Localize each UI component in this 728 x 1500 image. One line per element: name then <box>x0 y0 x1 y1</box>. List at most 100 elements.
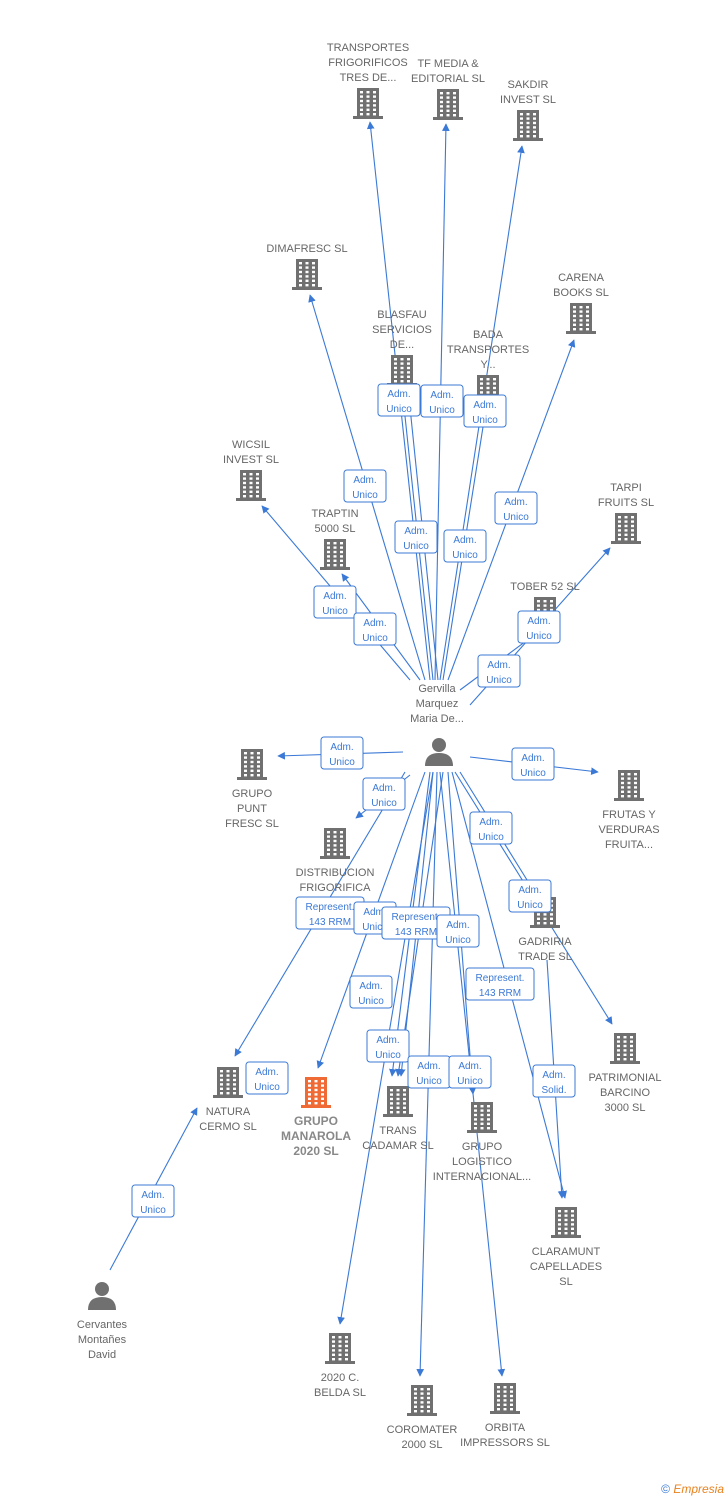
company-node-frutas[interactable]: FRUTAS YVERDURASFRUITA... <box>598 770 660 851</box>
company-label: MANAROLA <box>281 1129 351 1143</box>
relation-text: 143 RRM <box>395 927 437 938</box>
relation-text: Unico <box>520 768 546 779</box>
relation-label[interactable]: Adm.Unico <box>508 879 552 913</box>
company-label: BADA <box>473 329 504 341</box>
company-node-blasfau[interactable]: BLASFAUSERVICIOSDE... <box>372 309 432 386</box>
relation-text: Adm. <box>521 753 544 764</box>
company-label: INVEST SL <box>500 94 556 106</box>
relation-text: Adm. <box>353 475 376 486</box>
relation-label[interactable]: Adm.Unico <box>362 777 406 811</box>
relation-label[interactable]: Adm.Unico <box>131 1184 175 1218</box>
company-label: TRANSPORTES <box>447 344 529 356</box>
person-label: Maria De... <box>410 713 464 725</box>
building-icon <box>213 1067 243 1098</box>
relation-text: Adm. <box>458 1061 481 1072</box>
company-label: 3000 SL <box>605 1102 646 1114</box>
company-label: TRADE SL <box>518 951 572 963</box>
building-icon <box>513 110 543 141</box>
relation-text: Adm. <box>363 618 386 629</box>
relation-label[interactable]: Adm.Unico <box>420 384 464 418</box>
relation-label[interactable]: Adm.Unico <box>494 491 538 525</box>
relation-label[interactable]: Adm.Unico <box>463 394 507 428</box>
relation-text: 143 RRM <box>309 917 351 928</box>
company-label: 5000 SL <box>315 523 356 535</box>
company-label: Y... <box>480 359 495 371</box>
company-label: GRUPO <box>232 788 273 800</box>
footer-brand[interactable]: © Empresia <box>661 1482 724 1496</box>
building-icon <box>320 539 350 570</box>
relation-label[interactable]: Adm. Unico <box>469 811 513 845</box>
relation-label[interactable]: Adm.Unico <box>377 383 421 417</box>
relation-text: Adm. <box>363 907 386 918</box>
building-icon <box>237 749 267 780</box>
person-icon <box>425 738 453 766</box>
relation-text: Unico <box>478 832 504 843</box>
relation-label[interactable]: Represent.143 RRM <box>465 967 535 1001</box>
relation-label[interactable]: Adm.Unico <box>366 1029 410 1063</box>
company-label: INTERNACIONAL... <box>433 1171 531 1183</box>
relation-text: Unico <box>503 512 529 523</box>
relation-label[interactable]: Adm.Unico <box>436 914 480 948</box>
relation-label[interactable]: Adm. Unico <box>511 747 555 781</box>
person-label: David <box>88 1349 116 1361</box>
relation-label[interactable]: Adm.Unico <box>407 1055 451 1089</box>
relation-label[interactable]: Adm.Unico <box>245 1061 289 1095</box>
relation-text: Adm. <box>141 1190 164 1201</box>
person-node-main[interactable] <box>425 738 453 766</box>
company-node-logistico[interactable]: GRUPOLOGISTICOINTERNACIONAL... <box>433 1102 531 1183</box>
company-label: BELDA SL <box>314 1387 366 1399</box>
relation-label[interactable]: Adm.Unico <box>343 469 387 503</box>
company-label: LOGISTICO <box>452 1156 512 1168</box>
company-node-belda[interactable]: 2020 C.BELDA SL <box>314 1333 366 1399</box>
company-label: DISTRIBUCION <box>296 867 375 879</box>
relation-text: Adm. <box>376 1035 399 1046</box>
relation-label[interactable]: Adm.Unico <box>313 585 357 619</box>
company-label: PATRIMONIAL <box>589 1072 662 1084</box>
relation-text: Unico <box>445 935 471 946</box>
relation-label[interactable]: Adm.Unico <box>353 612 397 646</box>
company-label: FRIGORIFICA <box>300 882 372 894</box>
relation-text: Adm. <box>542 1070 565 1081</box>
relation-text: Unico <box>358 996 384 1007</box>
company-label: TOBER 52 SL <box>510 581 580 593</box>
relation-text: Unico <box>457 1076 483 1087</box>
brand-name: Empresia <box>673 1482 724 1496</box>
person-label: Gervilla <box>418 683 456 695</box>
relation-label[interactable]: Adm.Unico <box>394 520 438 554</box>
relation-label[interactable]: Adm.Unico <box>443 529 487 563</box>
relation-label[interactable]: Adm. Unico <box>448 1055 492 1089</box>
building-icon <box>467 1102 497 1133</box>
building-icon <box>325 1333 355 1364</box>
relation-text: Unico <box>386 404 412 415</box>
relation-label[interactable]: Adm.Unico <box>477 654 521 688</box>
company-label: TARPI <box>610 482 642 494</box>
relation-label[interactable]: Adm.Unico <box>320 736 364 770</box>
relation-text: Adm. <box>479 817 502 828</box>
company-label: CERMO SL <box>199 1121 256 1133</box>
company-node-dimafresc[interactable]: DIMAFRESC SL <box>266 243 348 290</box>
relation-label[interactable]: Adm.Unico <box>517 610 561 644</box>
company-node-tfmedia[interactable]: TF MEDIA &EDITORIAL SL <box>411 58 485 120</box>
company-label: DE... <box>390 339 414 351</box>
company-label: FRIGORIFICOS <box>328 57 407 69</box>
relation-text: Adm. <box>372 783 395 794</box>
relation-label[interactable]: Adm.Unico <box>349 975 393 1009</box>
relation-label[interactable]: Adm.Solid. <box>532 1064 576 1098</box>
